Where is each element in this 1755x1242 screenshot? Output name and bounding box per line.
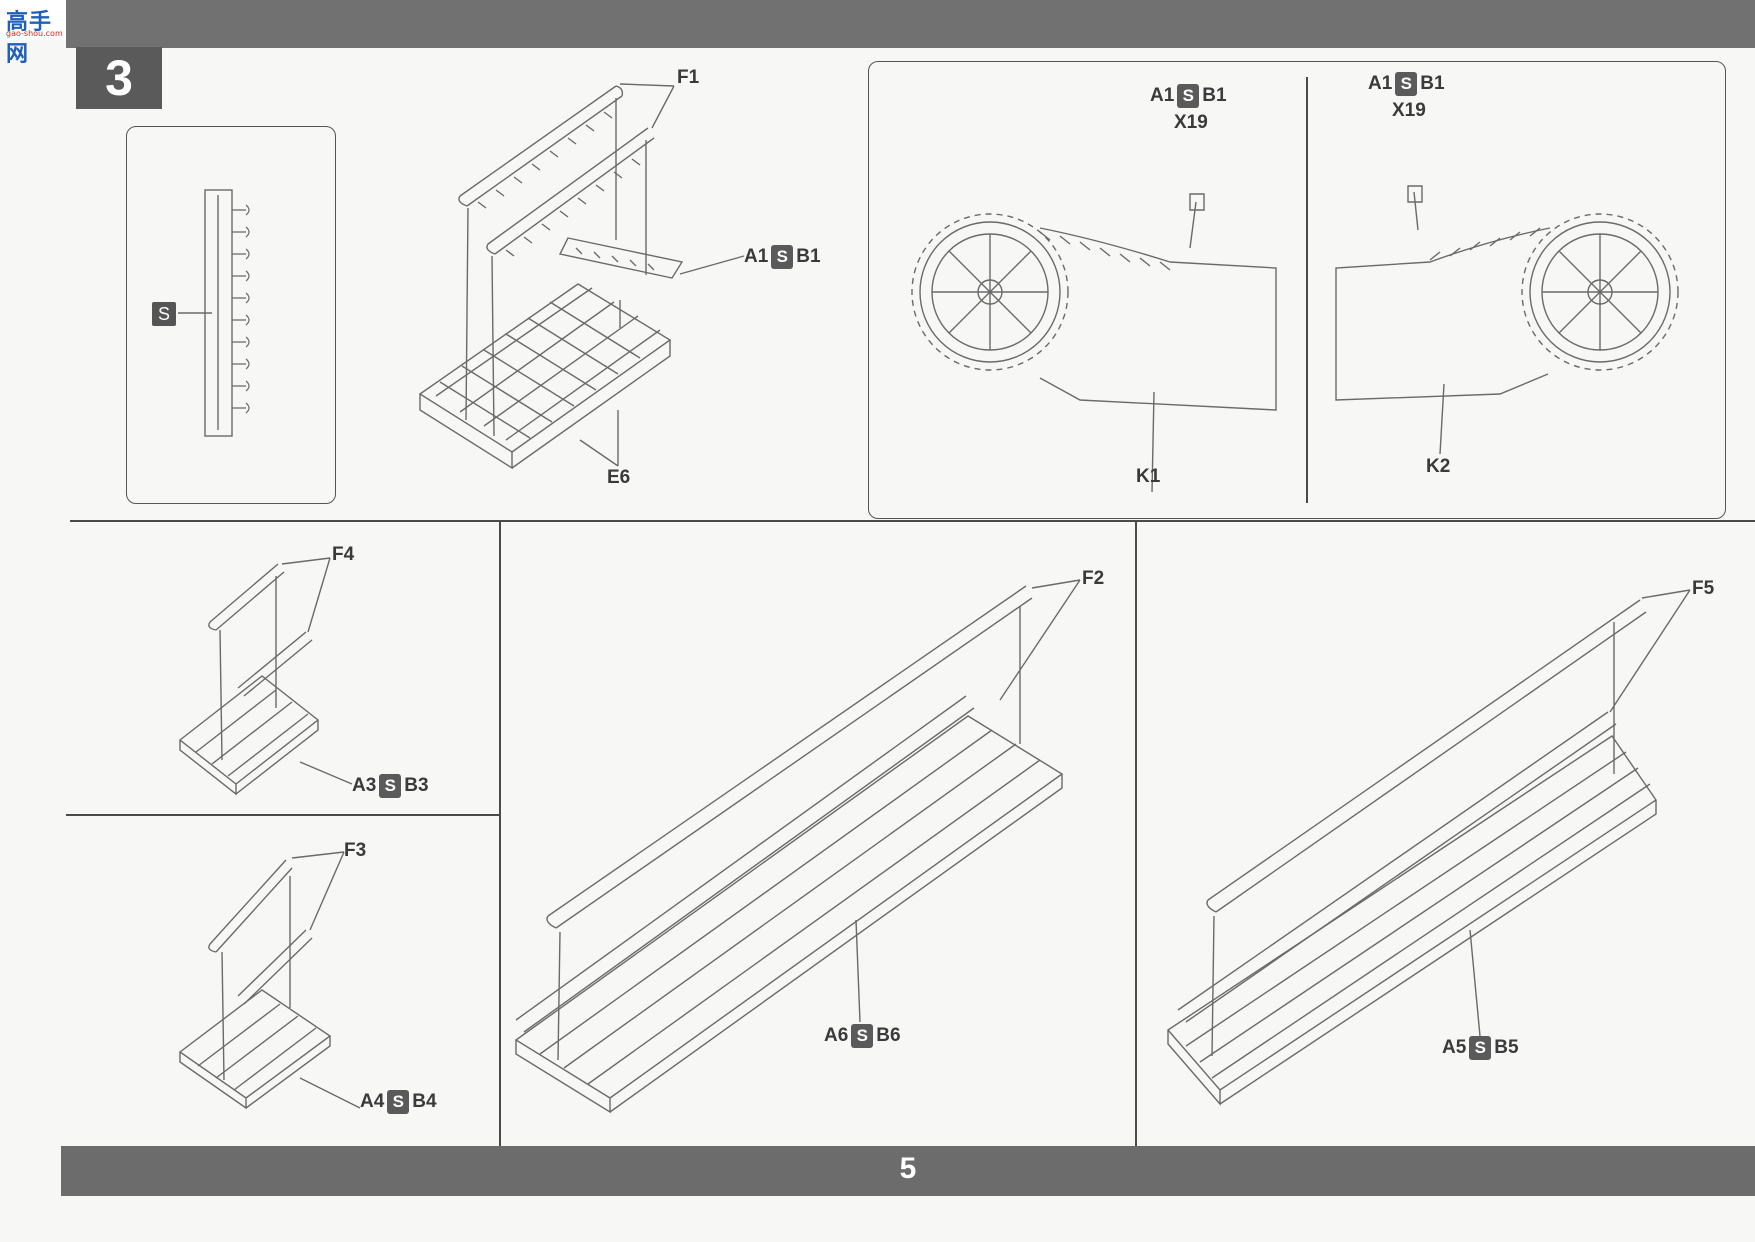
part-label-b: B1 — [1202, 85, 1227, 106]
left-sprocket-track-drawing — [911, 193, 1277, 493]
part-label-a: A3 — [352, 775, 377, 796]
logo-text: 高手网 — [6, 10, 53, 67]
sub-part-label-right: X19 — [1392, 100, 1426, 121]
footer-band: 5 — [61, 1146, 1755, 1196]
small-track-assembly-f4-drawing — [178, 557, 353, 796]
panel-divider-left-vertical — [499, 522, 501, 1146]
sprue-label-f5: F5 — [1692, 578, 1715, 599]
part-label-a: A1 — [1150, 85, 1175, 106]
panel-divider-left-horizontal — [66, 814, 499, 816]
sprue-label-f4: F4 — [332, 544, 355, 565]
part-label-b: B3 — [404, 775, 429, 796]
part-label-b: B6 — [876, 1025, 901, 1046]
assembly-label-top: E6 — [607, 467, 631, 488]
sub-part-label-left: X19 — [1174, 112, 1208, 133]
part-combo-right-detail: A1 S B1 — [1368, 72, 1445, 96]
part-combo-f3: A4 S B4 — [360, 1090, 437, 1114]
panel-divider-horizontal — [70, 520, 1755, 522]
left-right-symbol-icon: S — [1395, 72, 1418, 96]
part-combo-left-detail: A1 S B1 — [1150, 84, 1227, 108]
part-label-b: B5 — [1494, 1037, 1519, 1058]
part-combo-top: A1 S B1 — [744, 245, 821, 269]
inset-sprue-drawing — [178, 189, 250, 437]
panel-divider-right-vertical — [1135, 522, 1137, 1146]
sprue-label-top: F1 — [677, 67, 700, 88]
part-label-a: A5 — [1442, 1037, 1467, 1058]
part-label-b: B4 — [412, 1091, 437, 1112]
part-label-b: B1 — [796, 246, 821, 267]
left-right-symbol-icon: S — [1469, 1036, 1492, 1060]
track-installation-frame — [868, 61, 1726, 519]
cement-icon: S — [152, 302, 176, 326]
small-track-assembly-f3-drawing — [178, 851, 361, 1110]
part-label-a: A1 — [744, 246, 769, 267]
long-track-assembly-f2-drawing — [514, 579, 1081, 1114]
part-combo-f4: A3 S B3 — [352, 774, 429, 798]
left-right-symbol-icon: S — [387, 1090, 410, 1114]
logo-subtext: gao-shou.com — [6, 29, 63, 38]
long-track-assembly-f5-drawing — [1166, 589, 1691, 1106]
top-track-assembly-drawing — [418, 83, 745, 470]
detail-frame-divider — [1306, 77, 1308, 503]
left-right-symbol-icon: S — [379, 774, 402, 798]
part-combo-f5: A5 S B5 — [1442, 1036, 1519, 1060]
part-label-a: A1 — [1368, 73, 1393, 94]
left-right-symbol-icon: S — [771, 245, 794, 269]
hull-label-left: K1 — [1136, 466, 1161, 487]
page-number: 5 — [899, 1152, 917, 1185]
sprue-label-f2: F2 — [1082, 568, 1105, 589]
part-label-b: B1 — [1420, 73, 1445, 94]
sprue-label-f3: F3 — [344, 840, 367, 861]
part-label-a: A4 — [360, 1091, 385, 1112]
right-sprocket-track-drawing — [1335, 185, 1679, 455]
header-band — [66, 0, 1755, 48]
site-logo: 高手网 gao-shou.com — [0, 0, 72, 67]
part-label-a: A6 — [824, 1025, 849, 1046]
left-right-symbol-icon: S — [851, 1024, 874, 1048]
hull-label-right: K2 — [1426, 456, 1451, 477]
step-number-badge: 3 — [76, 47, 162, 109]
part-combo-f2: A6 S B6 — [824, 1024, 901, 1048]
left-right-symbol-icon: S — [1177, 84, 1200, 108]
inset-detail-frame — [126, 126, 336, 504]
